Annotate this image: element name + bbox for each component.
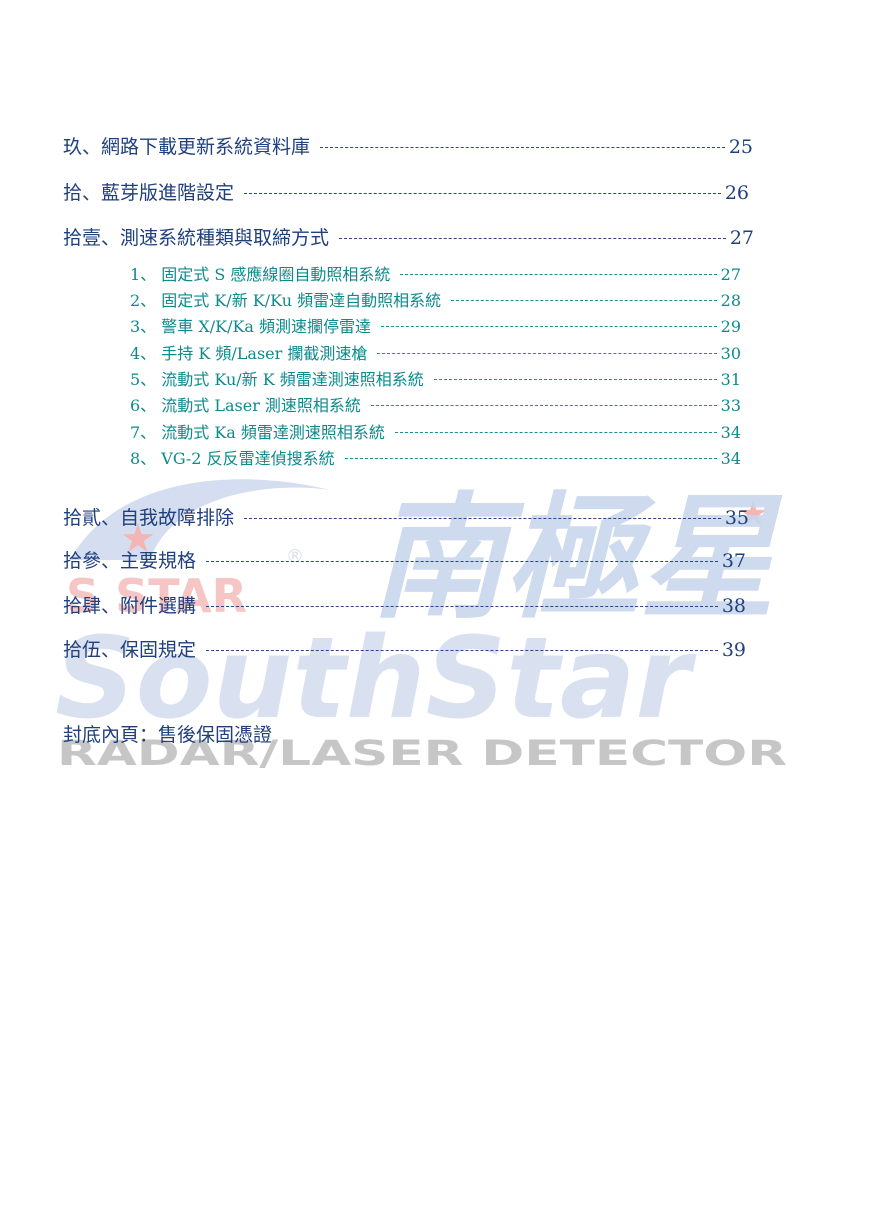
table-of-contents: 玖、網路下載更新系統資料庫 25 拾、藍芽版進階設定 26 拾壹、測速系統種類與… bbox=[63, 132, 754, 746]
toc-subentry-title: 5、 流動式 Ku/新 K 頻雷達測速照相系統 bbox=[130, 370, 424, 389]
toc-leader bbox=[244, 517, 721, 519]
toc-leader bbox=[381, 325, 717, 327]
toc-subentry-title: 8、 VG-2 反反雷達偵搜系統 bbox=[130, 449, 335, 468]
toc-leader bbox=[394, 431, 717, 433]
toc-leader bbox=[339, 237, 726, 239]
toc-entry[interactable]: 拾貳、自我故障排除 35 bbox=[63, 503, 749, 530]
toc-entry-title: 拾肆、附件選購 bbox=[63, 595, 197, 617]
toc-entry-page: 25 bbox=[728, 136, 753, 158]
toc-subentry-page: 30 bbox=[720, 344, 741, 363]
toc-leader bbox=[433, 378, 717, 380]
toc-leader bbox=[206, 560, 718, 562]
toc-leader bbox=[206, 605, 718, 607]
toc-subentry[interactable]: 3、 警車 X/K/Ka 頻測速攔停雷達 29 bbox=[130, 313, 741, 337]
toc-entry-title: 拾壹、測速系統種類與取締方式 bbox=[63, 227, 330, 249]
toc-subentry-title: 4、 手持 K 頻/Laser 攔截測速槍 bbox=[130, 344, 368, 363]
toc-entry-title: 拾參、主要規格 bbox=[63, 550, 197, 572]
toc-subentry[interactable]: 7、 流動式 Ka 頻雷達測速照相系統 34 bbox=[130, 419, 741, 443]
toc-leader bbox=[451, 299, 717, 301]
toc-leader bbox=[344, 457, 717, 459]
toc-leader bbox=[244, 192, 721, 194]
toc-entry[interactable]: 玖、網路下載更新系統資料庫 25 bbox=[63, 132, 753, 159]
toc-entry-title: 拾伍、保固規定 bbox=[63, 639, 197, 661]
toc-subentry-page: 33 bbox=[720, 396, 741, 415]
toc-entry-page: 35 bbox=[724, 507, 749, 529]
toc-entry-page: 38 bbox=[721, 595, 746, 617]
toc-leader bbox=[320, 146, 725, 148]
toc-leader bbox=[377, 352, 717, 354]
toc-subentry-page: 28 bbox=[720, 291, 741, 310]
toc-subentry-title: 1、 固定式 S 感應線圈自動照相系統 bbox=[130, 265, 391, 284]
toc-entry-page: 39 bbox=[721, 639, 746, 661]
toc-subentry-page: 31 bbox=[720, 370, 741, 389]
toc-entry-page: 26 bbox=[724, 182, 749, 204]
toc-subentry-page: 29 bbox=[720, 317, 741, 336]
toc-entry[interactable]: 拾肆、附件選購 38 bbox=[63, 591, 746, 618]
toc-entry-page: 27 bbox=[729, 227, 754, 249]
toc-subentry-title: 3、 警車 X/K/Ka 頻測速攔停雷達 bbox=[130, 317, 372, 336]
toc-entry-title: 拾、藍芽版進階設定 bbox=[63, 182, 235, 204]
toc-subentry-page: 34 bbox=[720, 449, 741, 468]
toc-subentry[interactable]: 8、 VG-2 反反雷達偵搜系統 34 bbox=[130, 445, 741, 469]
toc-entry-title: 拾貳、自我故障排除 bbox=[63, 507, 235, 529]
toc-entry[interactable]: 拾壹、測速系統種類與取締方式 27 bbox=[63, 223, 754, 250]
toc-subentry[interactable]: 4、 手持 K 頻/Laser 攔截測速槍 30 bbox=[130, 340, 741, 364]
toc-subentry-page: 34 bbox=[720, 423, 741, 442]
toc-subentry[interactable]: 5、 流動式 Ku/新 K 頻雷達測速照相系統 31 bbox=[130, 366, 741, 390]
toc-leader bbox=[206, 649, 718, 651]
toc-entry-page: 37 bbox=[721, 550, 746, 572]
toc-subentry[interactable]: 6、 流動式 Laser 測速照相系統 33 bbox=[130, 392, 741, 416]
toc-cover-entry[interactable]: 封底內頁：售後保固憑證 bbox=[63, 724, 273, 746]
toc-subentry[interactable]: 1、 固定式 S 感應線圈自動照相系統 27 bbox=[130, 261, 741, 285]
toc-entry[interactable]: 拾伍、保固規定 39 bbox=[63, 635, 746, 662]
toc-leader bbox=[370, 404, 717, 406]
toc-subentry[interactable]: 2、 固定式 K/新 K/Ku 頻雷達自動照相系統 28 bbox=[130, 287, 741, 311]
toc-subentry-title: 2、 固定式 K/新 K/Ku 頻雷達自動照相系統 bbox=[130, 291, 442, 310]
toc-subentry-title: 7、 流動式 Ka 頻雷達測速照相系統 bbox=[130, 423, 385, 442]
toc-entry[interactable]: 拾、藍芽版進階設定 26 bbox=[63, 178, 749, 205]
toc-entry[interactable]: 拾參、主要規格 37 bbox=[63, 546, 746, 573]
toc-leader bbox=[400, 273, 717, 275]
toc-subentry-title: 6、 流動式 Laser 測速照相系統 bbox=[130, 396, 361, 415]
toc-subentry-page: 27 bbox=[720, 265, 741, 284]
toc-entry-title: 玖、網路下載更新系統資料庫 bbox=[63, 136, 311, 158]
